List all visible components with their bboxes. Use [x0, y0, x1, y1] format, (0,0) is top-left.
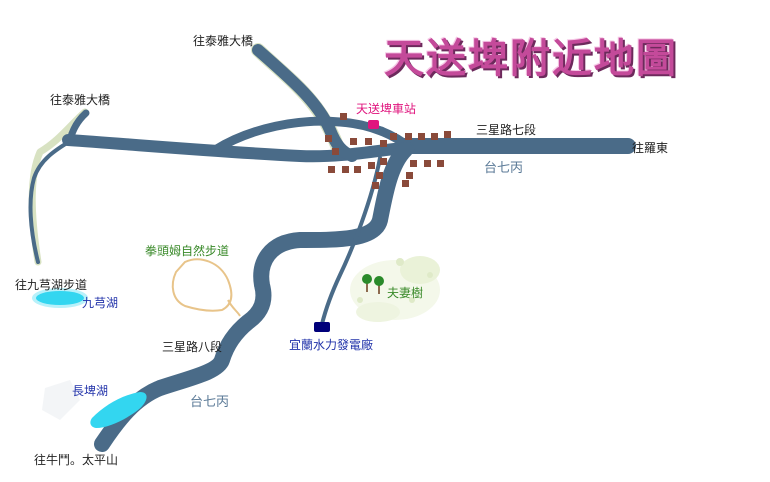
station-marker-icon — [368, 120, 379, 129]
couple-tree-area — [350, 256, 440, 322]
couple-tree-icon — [362, 274, 384, 294]
label-changpi-lake: 長埤湖 — [72, 384, 109, 398]
label-to-taiya-bridge-top: 往泰雅大橋 — [193, 34, 254, 48]
label-jiuxiong-lake: 九芎湖 — [82, 296, 119, 310]
label-tai7bing-south: 台七丙 — [190, 395, 230, 410]
jiuxiong-lake-shape — [36, 291, 84, 305]
quantoumu-trail-path — [171, 258, 241, 317]
map-title: 天送埤附近地圖 — [384, 36, 678, 82]
road-to-taiya-top — [252, 44, 358, 162]
label-quantoumu-trail: 拳頭姆自然步道 — [145, 244, 230, 258]
label-tai7bing-east: 台七丙 — [484, 161, 524, 176]
road-tai7bing — [94, 142, 413, 452]
label-couple-tree: 夫妻樹 — [387, 286, 424, 300]
road-to-power-plant — [320, 156, 382, 326]
changpi-lake-shape — [90, 392, 147, 428]
label-to-jiuxiong-trail: 往九芎湖步道 — [15, 278, 88, 292]
road-network — [28, 43, 636, 452]
label-yilan-power-plant: 宜蘭水力發電廠 — [289, 338, 374, 352]
label-sanxing-rd-sec7: 三星路七段 — [476, 123, 537, 137]
label-tiansongpi-station: 天送埤車站 — [356, 102, 417, 116]
label-to-taiya-bridge-left: 往泰雅大橋 — [50, 93, 111, 107]
road-to-taiya-left — [66, 109, 90, 144]
label-sanxing-rd-sec8: 三星路八段 — [162, 340, 223, 354]
road-to-jiuxiong — [28, 138, 74, 264]
label-to-luodong: 往羅東 — [632, 141, 669, 155]
changpi-lake-area — [42, 380, 80, 420]
jiuxiong-lake-glow — [32, 288, 88, 308]
village-buildings — [325, 113, 451, 189]
label-to-niudou-taipingshan: 往牛鬥。太平山 — [34, 453, 119, 467]
power-plant-marker-icon — [314, 322, 330, 332]
